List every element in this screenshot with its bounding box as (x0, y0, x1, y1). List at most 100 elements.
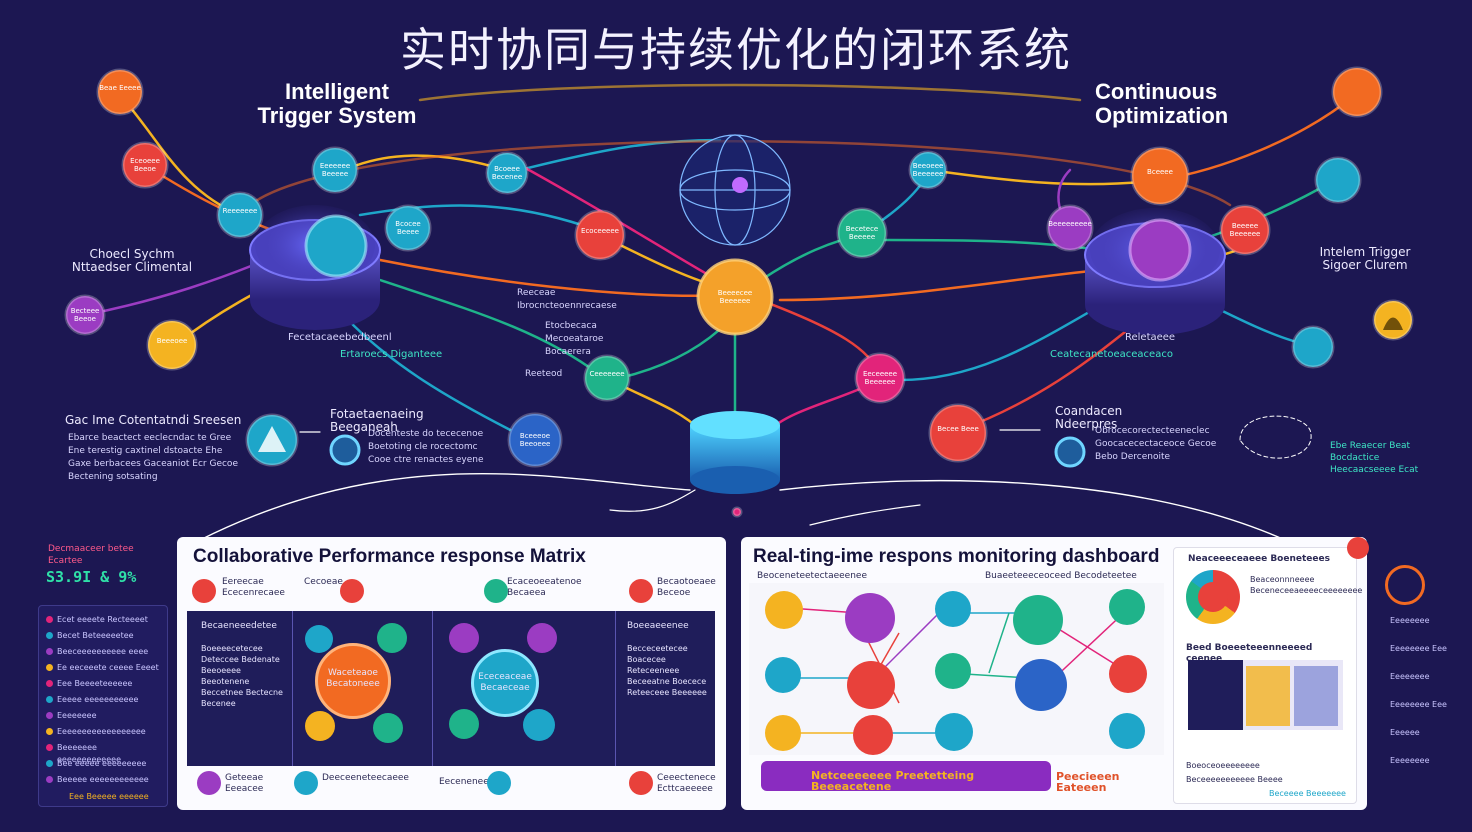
col1-icon (192, 579, 216, 603)
dash-node (765, 657, 801, 693)
matrix-title: Beed Boeeeteeenneeeed ceenee (1186, 643, 1313, 664)
divider (432, 611, 433, 766)
dashboard-side-card: Neaceeeceaeee Boeneteees Beaceonnneeee B… (1173, 547, 1362, 804)
dash-node (935, 653, 971, 689)
chart-icon (258, 426, 286, 452)
bullet-icon (46, 648, 53, 655)
left-platform-caption: Fecetacaeebedbeenl (288, 332, 392, 343)
node (329, 434, 361, 466)
left-list-item: Eeeeeeeeeeeeeeeeee (46, 726, 163, 738)
bottom-label-4: Ceeectenece Ecttcaeeeee (657, 773, 716, 794)
gauge-title: Neaceeeceaeee Boeneteees (1188, 554, 1330, 564)
left-list-item: Eeeee eeeeeeeeeee (46, 694, 163, 706)
panel-right-sub-left: Beoceneteetectaeeenee (757, 571, 867, 581)
node (1314, 156, 1362, 204)
bottom-label-3: Eeceneneee (439, 777, 495, 787)
left-list-item: Eee Beeeeteeeeee (46, 678, 163, 690)
matrix-node (373, 713, 403, 743)
bullet-icon (46, 696, 53, 703)
left-list-item: Beeeeeee eeeeeeeeeeeee (46, 742, 163, 766)
node-label: Eeceeeee Beeeeee (862, 370, 898, 386)
bottom-label-1: Geteeae Eeeacee (225, 773, 264, 794)
node-label: Becteee Beeoe (70, 307, 100, 323)
heat-matrix (1188, 660, 1343, 730)
panel-left-col2: Cecoeae (304, 577, 343, 587)
node (1291, 325, 1335, 369)
left-stat-title: Decmaaceer betee Ecartee (48, 544, 134, 566)
heat-matrix-rowheads (1188, 660, 1243, 730)
col4-icon (629, 579, 653, 603)
intelligent-trigger-header: Intelligent Trigger System (257, 79, 417, 128)
panel-left-right-title: Boeeaeeenee (627, 621, 689, 631)
left-list-item: Eeeeeeee (46, 710, 163, 722)
dash-node (1109, 655, 1147, 693)
dash-node (1109, 713, 1145, 749)
mid-left-body: Docenteste do tececenoe Boetoting cle ro… (368, 429, 484, 465)
node-label: Eceoeee Beeoe (130, 157, 160, 173)
node (1331, 66, 1383, 118)
node (1219, 204, 1271, 256)
close-icon[interactable] (1347, 537, 1369, 559)
nodes (64, 66, 1414, 518)
central-database (690, 411, 780, 494)
panel-left-col1: Eereecae Ececenrecaee (222, 577, 285, 598)
node-label: Beeeecee Beeeeee (717, 289, 753, 305)
node (1128, 218, 1192, 282)
dash-node (847, 661, 895, 709)
dash-node (853, 715, 893, 755)
dash-node (1013, 595, 1063, 645)
matrix-node (305, 625, 333, 653)
monitoring-dashboard-panel: Real-ting-ime respons monitoring dashboa… (741, 537, 1369, 810)
left-list-item: Beeceeeeeeeeee eeee (46, 646, 163, 658)
bullet-icon (46, 744, 53, 751)
continuous-optimization-header: Continuous Optimization (1095, 79, 1229, 128)
mid-right-body: Obrocecorectecteeneclec Goocacecectaceoc… (1095, 426, 1217, 462)
side-foot-3: Beceeee Beeeeeee (1269, 789, 1346, 798)
node-label: Beeeee Beeeeee (1229, 222, 1261, 238)
matrix-node (305, 711, 335, 741)
page-title: 实时协同与持续优化的闭环系统 (400, 23, 1072, 77)
gauge-chart (1186, 570, 1240, 624)
right-platform-sub: Ceatecanetoeaceaceaco (1050, 349, 1173, 360)
globe-icon (679, 134, 791, 246)
node (1130, 146, 1190, 206)
collaborative-matrix-panel: Collaborative Performance response Matri… (177, 537, 726, 810)
dash-node (845, 593, 895, 643)
panel-left-side-body: Boeeeecetecee Deteccee Bedenate Beeoeeee… (201, 644, 283, 708)
node (731, 506, 743, 518)
left-list-item: Bee eeeee eeeeeeeee (46, 758, 163, 770)
node-label: Bceeee (1147, 168, 1173, 176)
node (304, 214, 368, 278)
dash-node (1109, 589, 1145, 625)
matrix-node (449, 623, 479, 653)
gauge-core (1198, 582, 1228, 612)
node (836, 207, 888, 259)
dash-node (765, 591, 803, 629)
node (1054, 436, 1086, 468)
node-label: Beae Eeeee (99, 84, 141, 92)
alert-banner-text: Netceeeeeee Preetetteing Beeeacetene (811, 769, 975, 793)
bottom-icon (629, 771, 653, 795)
bottom-icon (487, 771, 511, 795)
node-label: Beeoeee Beeeeee (912, 162, 944, 178)
bottom-icon (197, 771, 221, 795)
bullet-icon (46, 728, 53, 735)
panel-right-title: Real-ting-ime respons monitoring dashboa… (753, 546, 1160, 567)
node (928, 403, 988, 463)
node-label: Becetece Beeeee (845, 225, 879, 241)
node-label: Ecoceeeee (581, 227, 619, 235)
bullet-icon (46, 632, 53, 639)
bottom-icon (294, 771, 318, 795)
node-label: Ceeeeeee (589, 370, 625, 378)
dash-node (765, 715, 801, 751)
side-foot-1: Boeoceoeeeeeeee (1186, 761, 1260, 770)
node (507, 412, 563, 468)
alert-banner: Netceeeeeee Preetetteing Beeeacetene (761, 761, 1051, 793)
divider (292, 611, 293, 766)
node-label: Reeeeeee (222, 207, 258, 215)
left-list-footer: Eee Beeeee eeeeee (69, 792, 149, 801)
panel-left-col4: Becaotoeaee Beceoe (657, 577, 716, 598)
left-bottom-body: Ebarce beactect eeclecndac te Gree Ene t… (68, 433, 238, 482)
